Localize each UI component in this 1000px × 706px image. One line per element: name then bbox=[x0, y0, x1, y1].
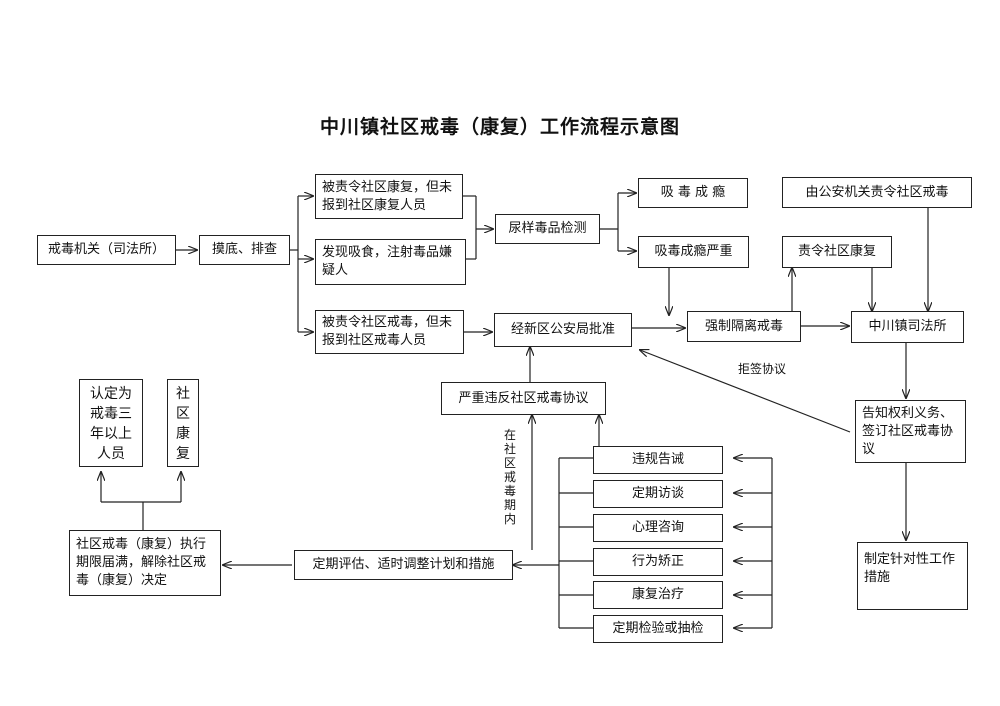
node-investigate: 摸底、排查 bbox=[199, 235, 290, 265]
node-severe-addiction: 吸毒成瘾严重 bbox=[638, 236, 749, 268]
node-drug-authority: 戒毒机关（司法所） bbox=[37, 235, 176, 265]
node-police-ordered: 由公安机关责令社区戒毒 bbox=[782, 177, 972, 208]
node-periodic-assessment: 定期评估、适时调整计划和措施 bbox=[294, 550, 513, 580]
node-compulsory-isolation: 强制隔离戒毒 bbox=[687, 311, 801, 342]
node-urine-test: 尿样毒品检测 bbox=[495, 214, 600, 244]
node-addicted: 吸 毒 成 瘾 bbox=[638, 178, 748, 208]
node-regular-test: 定期检验或抽检 bbox=[593, 615, 723, 643]
node-targeted-measures: 制定针对性工作措施 bbox=[857, 542, 968, 610]
node-behavior-correction: 行为矫正 bbox=[593, 548, 723, 576]
page-title: 中川镇社区戒毒（康复）工作流程示意图 bbox=[319, 116, 680, 138]
node-regular-visit: 定期访谈 bbox=[593, 480, 723, 508]
node-warning: 违规告诫 bbox=[593, 446, 723, 474]
node-detox-unreported: 被责令社区戒毒，但未报到社区戒毒人员 bbox=[315, 310, 464, 354]
node-term-expiry: 社区戒毒（康复）执行期限届满，解除社区戒毒（康复）决定 bbox=[69, 530, 221, 596]
node-rehab-unreported: 被责令社区康复，但未报到社区康复人员 bbox=[315, 174, 463, 219]
node-serious-violation: 严重违反社区戒毒协议 bbox=[441, 382, 606, 415]
label-during-period: 在社区戒毒期内 bbox=[503, 428, 516, 526]
node-suspected-user: 发现吸食，注射毒品嫌疑人 bbox=[315, 239, 466, 285]
node-justice-office: 中川镇司法所 bbox=[851, 311, 964, 343]
node-ordered-rehab: 责令社区康复 bbox=[782, 236, 892, 268]
node-three-year-detox: 认定为戒毒三年以上人员 bbox=[79, 379, 143, 467]
node-counseling: 心理咨询 bbox=[593, 514, 723, 542]
node-inform-rights: 告知权利义务、签订社区戒毒协议 bbox=[855, 400, 966, 463]
node-community-rehab: 社区康复 bbox=[167, 379, 199, 467]
label-refuse-sign: 拒签协议 bbox=[738, 362, 787, 376]
node-police-approval: 经新区公安局批准 bbox=[494, 313, 632, 347]
node-rehab-treatment: 康复治疗 bbox=[593, 581, 723, 609]
